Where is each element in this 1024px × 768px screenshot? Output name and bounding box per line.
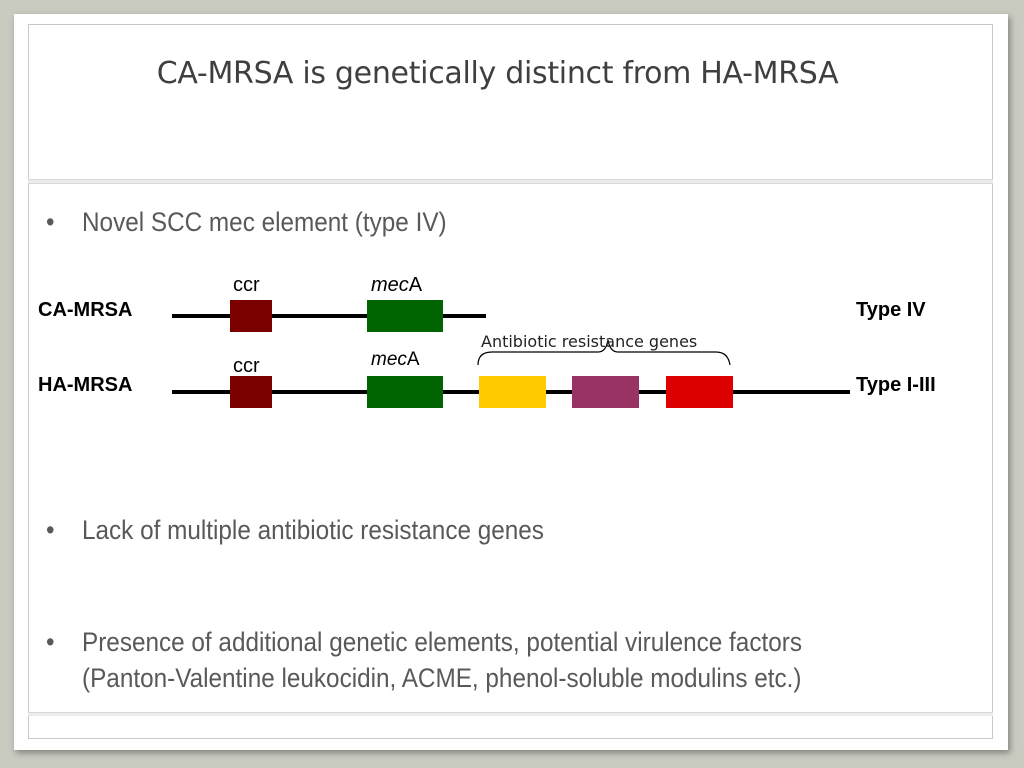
ha-mrsa-label: HA-MRSA	[38, 374, 132, 396]
ha-ccr-label: ccr	[233, 355, 260, 377]
bullet-1-text: Novel SCC mec element (type IV)	[82, 207, 447, 237]
ca-type-label: Type IV	[856, 299, 926, 321]
meca-suffix: A	[409, 274, 423, 296]
bullet-2: • Lack of multiple antibiotic resistance …	[46, 512, 544, 548]
bullet-2-text: Lack of multiple antibiotic resistance g…	[82, 515, 544, 545]
resistance-gene-red	[666, 376, 733, 408]
bullet-marker: •	[46, 207, 55, 237]
meca-suffix: A	[407, 349, 420, 370]
resistance-genes-brace	[477, 339, 731, 366]
bullet-3: • Presence of additional genetic elements…	[46, 624, 802, 696]
meca-italic-part: mec	[371, 274, 409, 296]
resistance-genes-label: Antibiotic resistance genes	[481, 332, 697, 351]
slide-border	[28, 24, 993, 739]
ha-ccr-gene	[230, 376, 272, 408]
slide-title: CA-MRSA is genetically distinct from HA-…	[156, 56, 839, 91]
footer-divider	[28, 712, 993, 716]
ha-meca-gene	[367, 376, 443, 408]
bullet-1: • Novel SCC mec element (type IV)	[46, 204, 447, 240]
ca-ccr-gene	[230, 300, 272, 332]
bullet-marker: •	[46, 627, 55, 657]
title-divider	[28, 179, 993, 184]
resistance-gene-yellow	[479, 376, 546, 408]
bullet-3-line-1: Presence of additional genetic elements,…	[82, 627, 802, 657]
ca-mrsa-label: CA-MRSA	[38, 299, 132, 321]
meca-italic-part: mec	[371, 349, 407, 370]
ha-meca-label: mecA	[371, 349, 420, 370]
ca-ccr-label: ccr	[233, 274, 260, 296]
ca-meca-gene	[367, 300, 443, 332]
bullet-marker: •	[46, 515, 55, 545]
ca-meca-label: mecA	[371, 274, 423, 296]
resistance-gene-purple	[572, 376, 639, 408]
ha-type-label: Type I-III	[856, 374, 936, 396]
bullet-3-line-2: (Panton-Valentine leukocidin, ACME, phen…	[82, 663, 802, 693]
